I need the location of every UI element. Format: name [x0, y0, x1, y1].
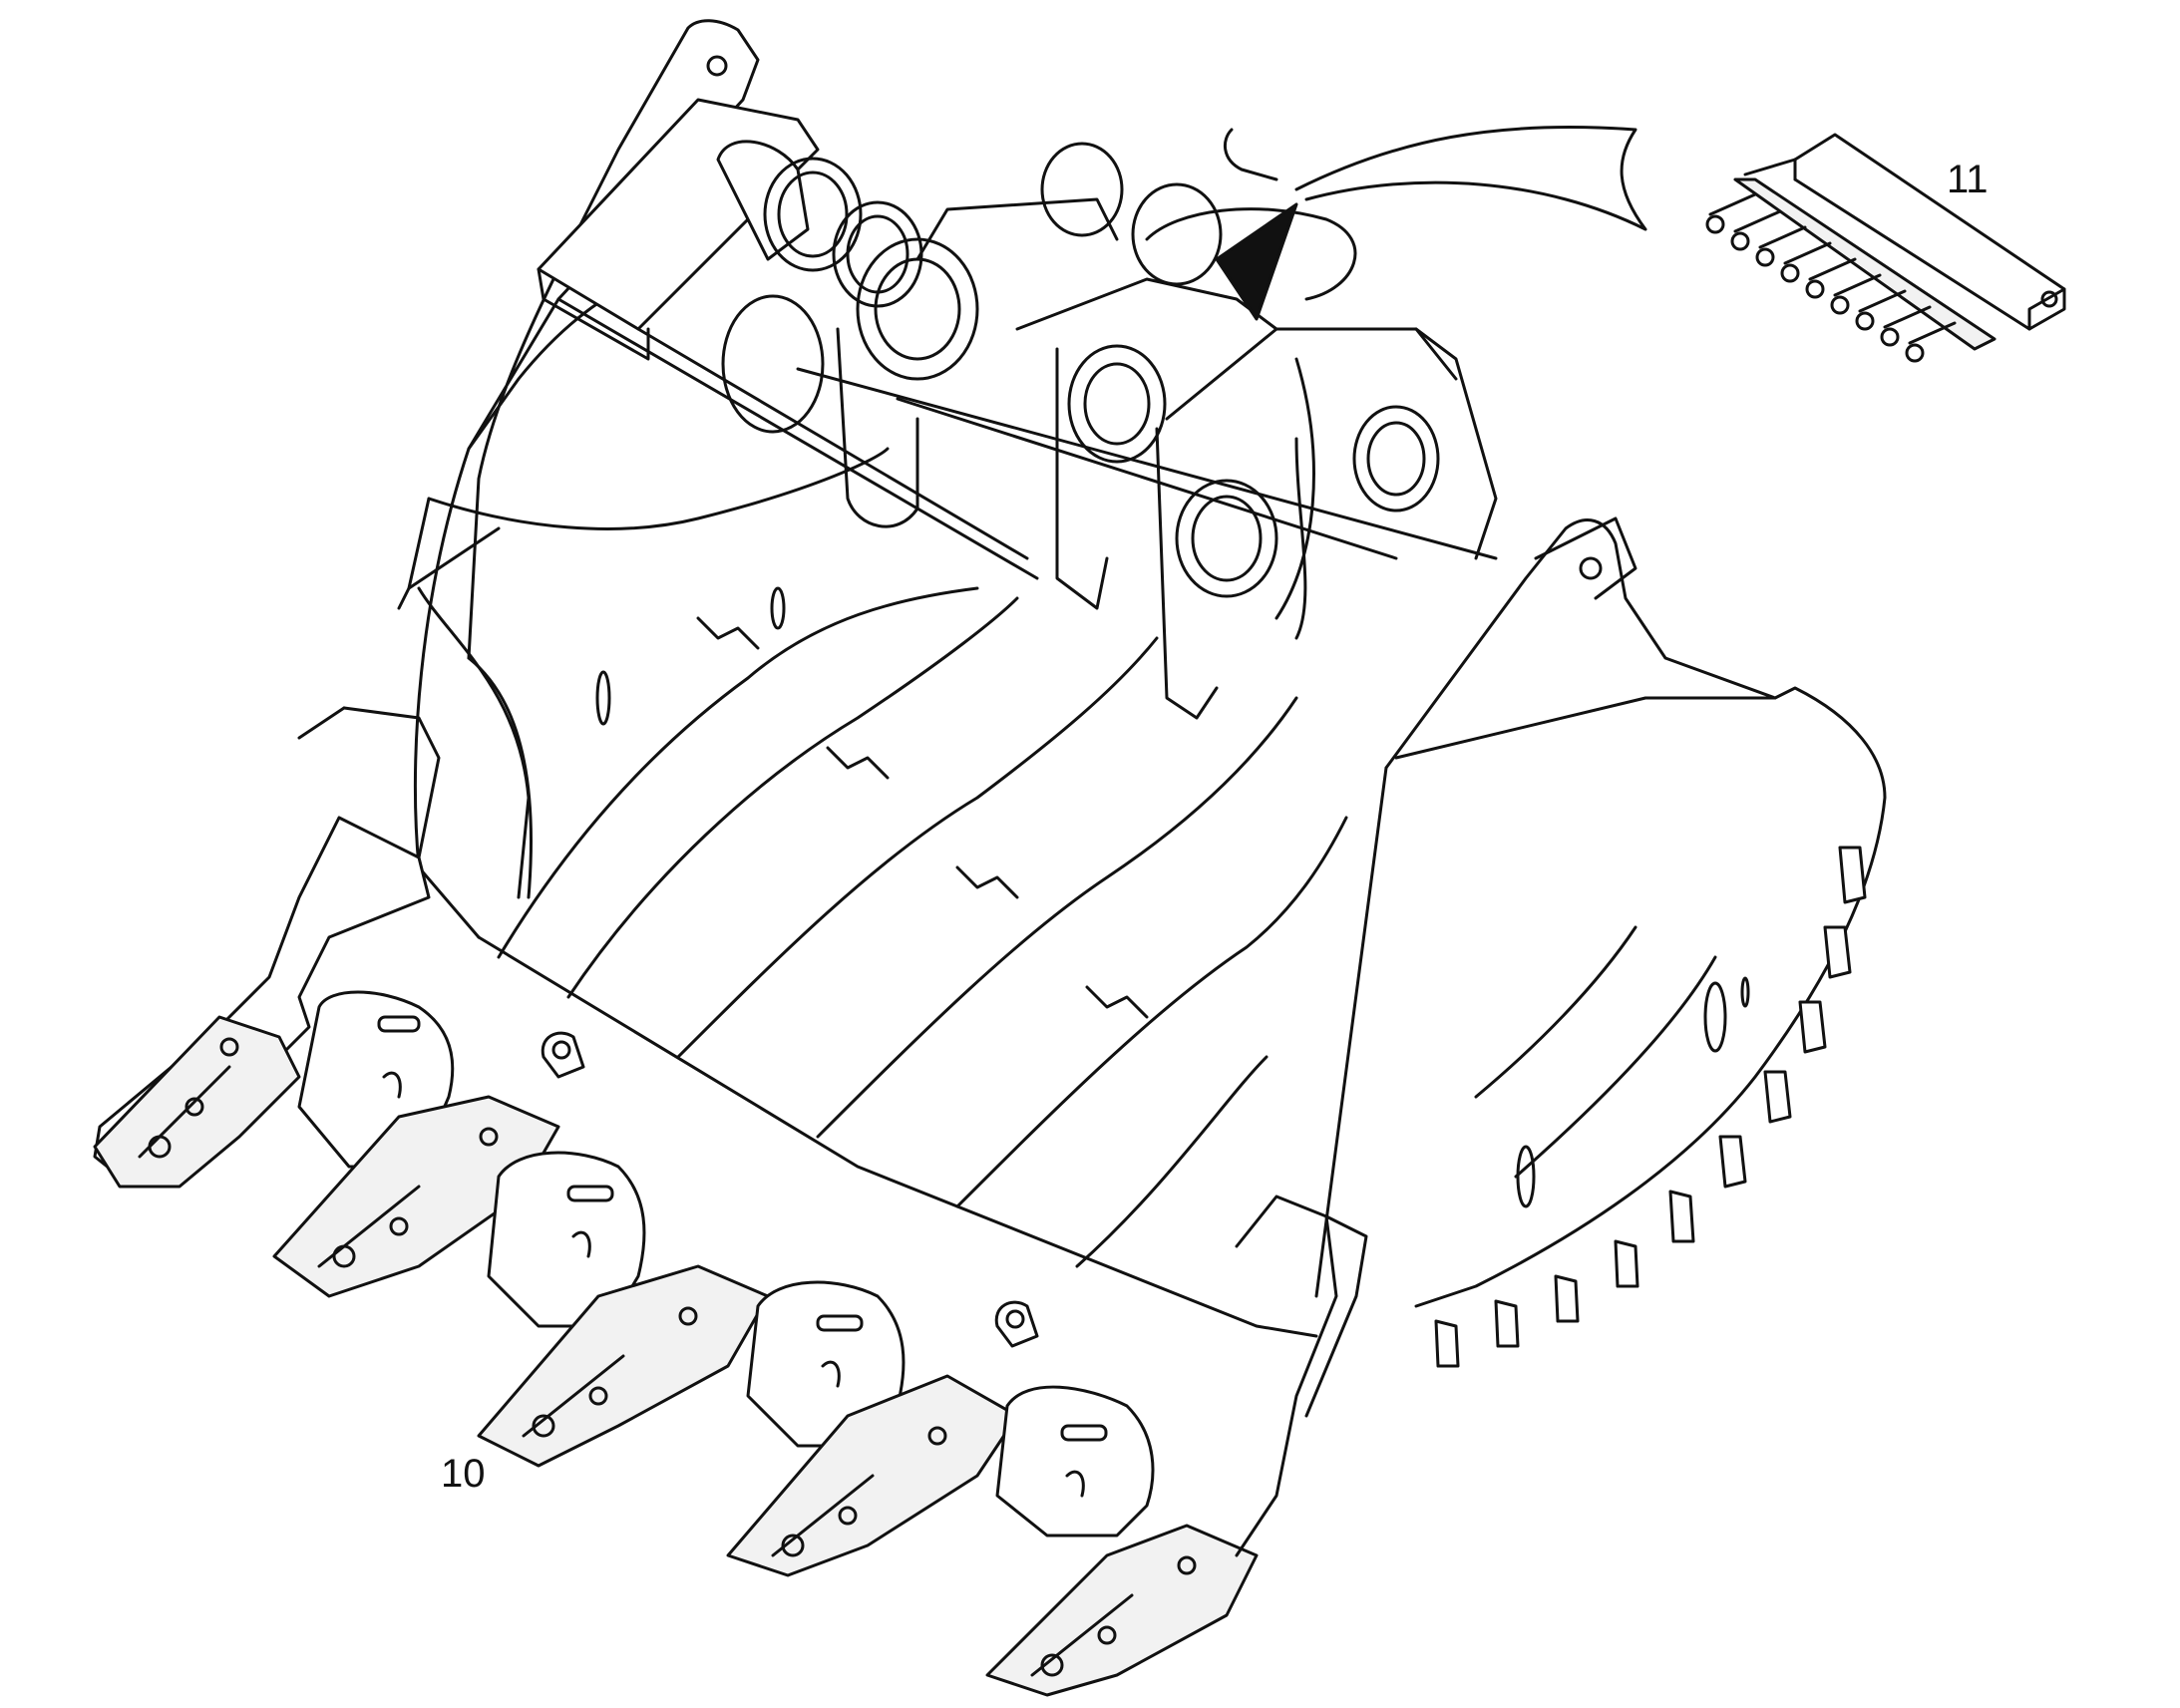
tooth	[726, 1374, 1019, 1577]
tooth-assembly	[93, 706, 1368, 1697]
hinge-assembly	[537, 98, 1637, 720]
tooth	[93, 1015, 301, 1189]
tooth	[477, 1264, 770, 1468]
lube-connection	[1145, 126, 1647, 321]
callout-lube-block: 11	[1947, 158, 1989, 201]
left-side-plate	[397, 19, 890, 899]
tooth	[985, 1524, 1259, 1697]
lifting-eye	[541, 1031, 585, 1079]
edge-wear-blocks	[1434, 846, 1867, 1368]
lube-manifold	[1705, 133, 2066, 363]
right-side-plate	[1314, 518, 1887, 1308]
callout-teeth: 10	[441, 1452, 486, 1496]
shroud	[995, 1385, 1155, 1537]
shroud	[487, 1151, 646, 1328]
pointer-arrow	[1215, 202, 1298, 321]
manifold-fittings	[1705, 192, 1957, 363]
bucket-floor	[417, 586, 1348, 1338]
lifting-eye	[994, 1300, 1039, 1348]
